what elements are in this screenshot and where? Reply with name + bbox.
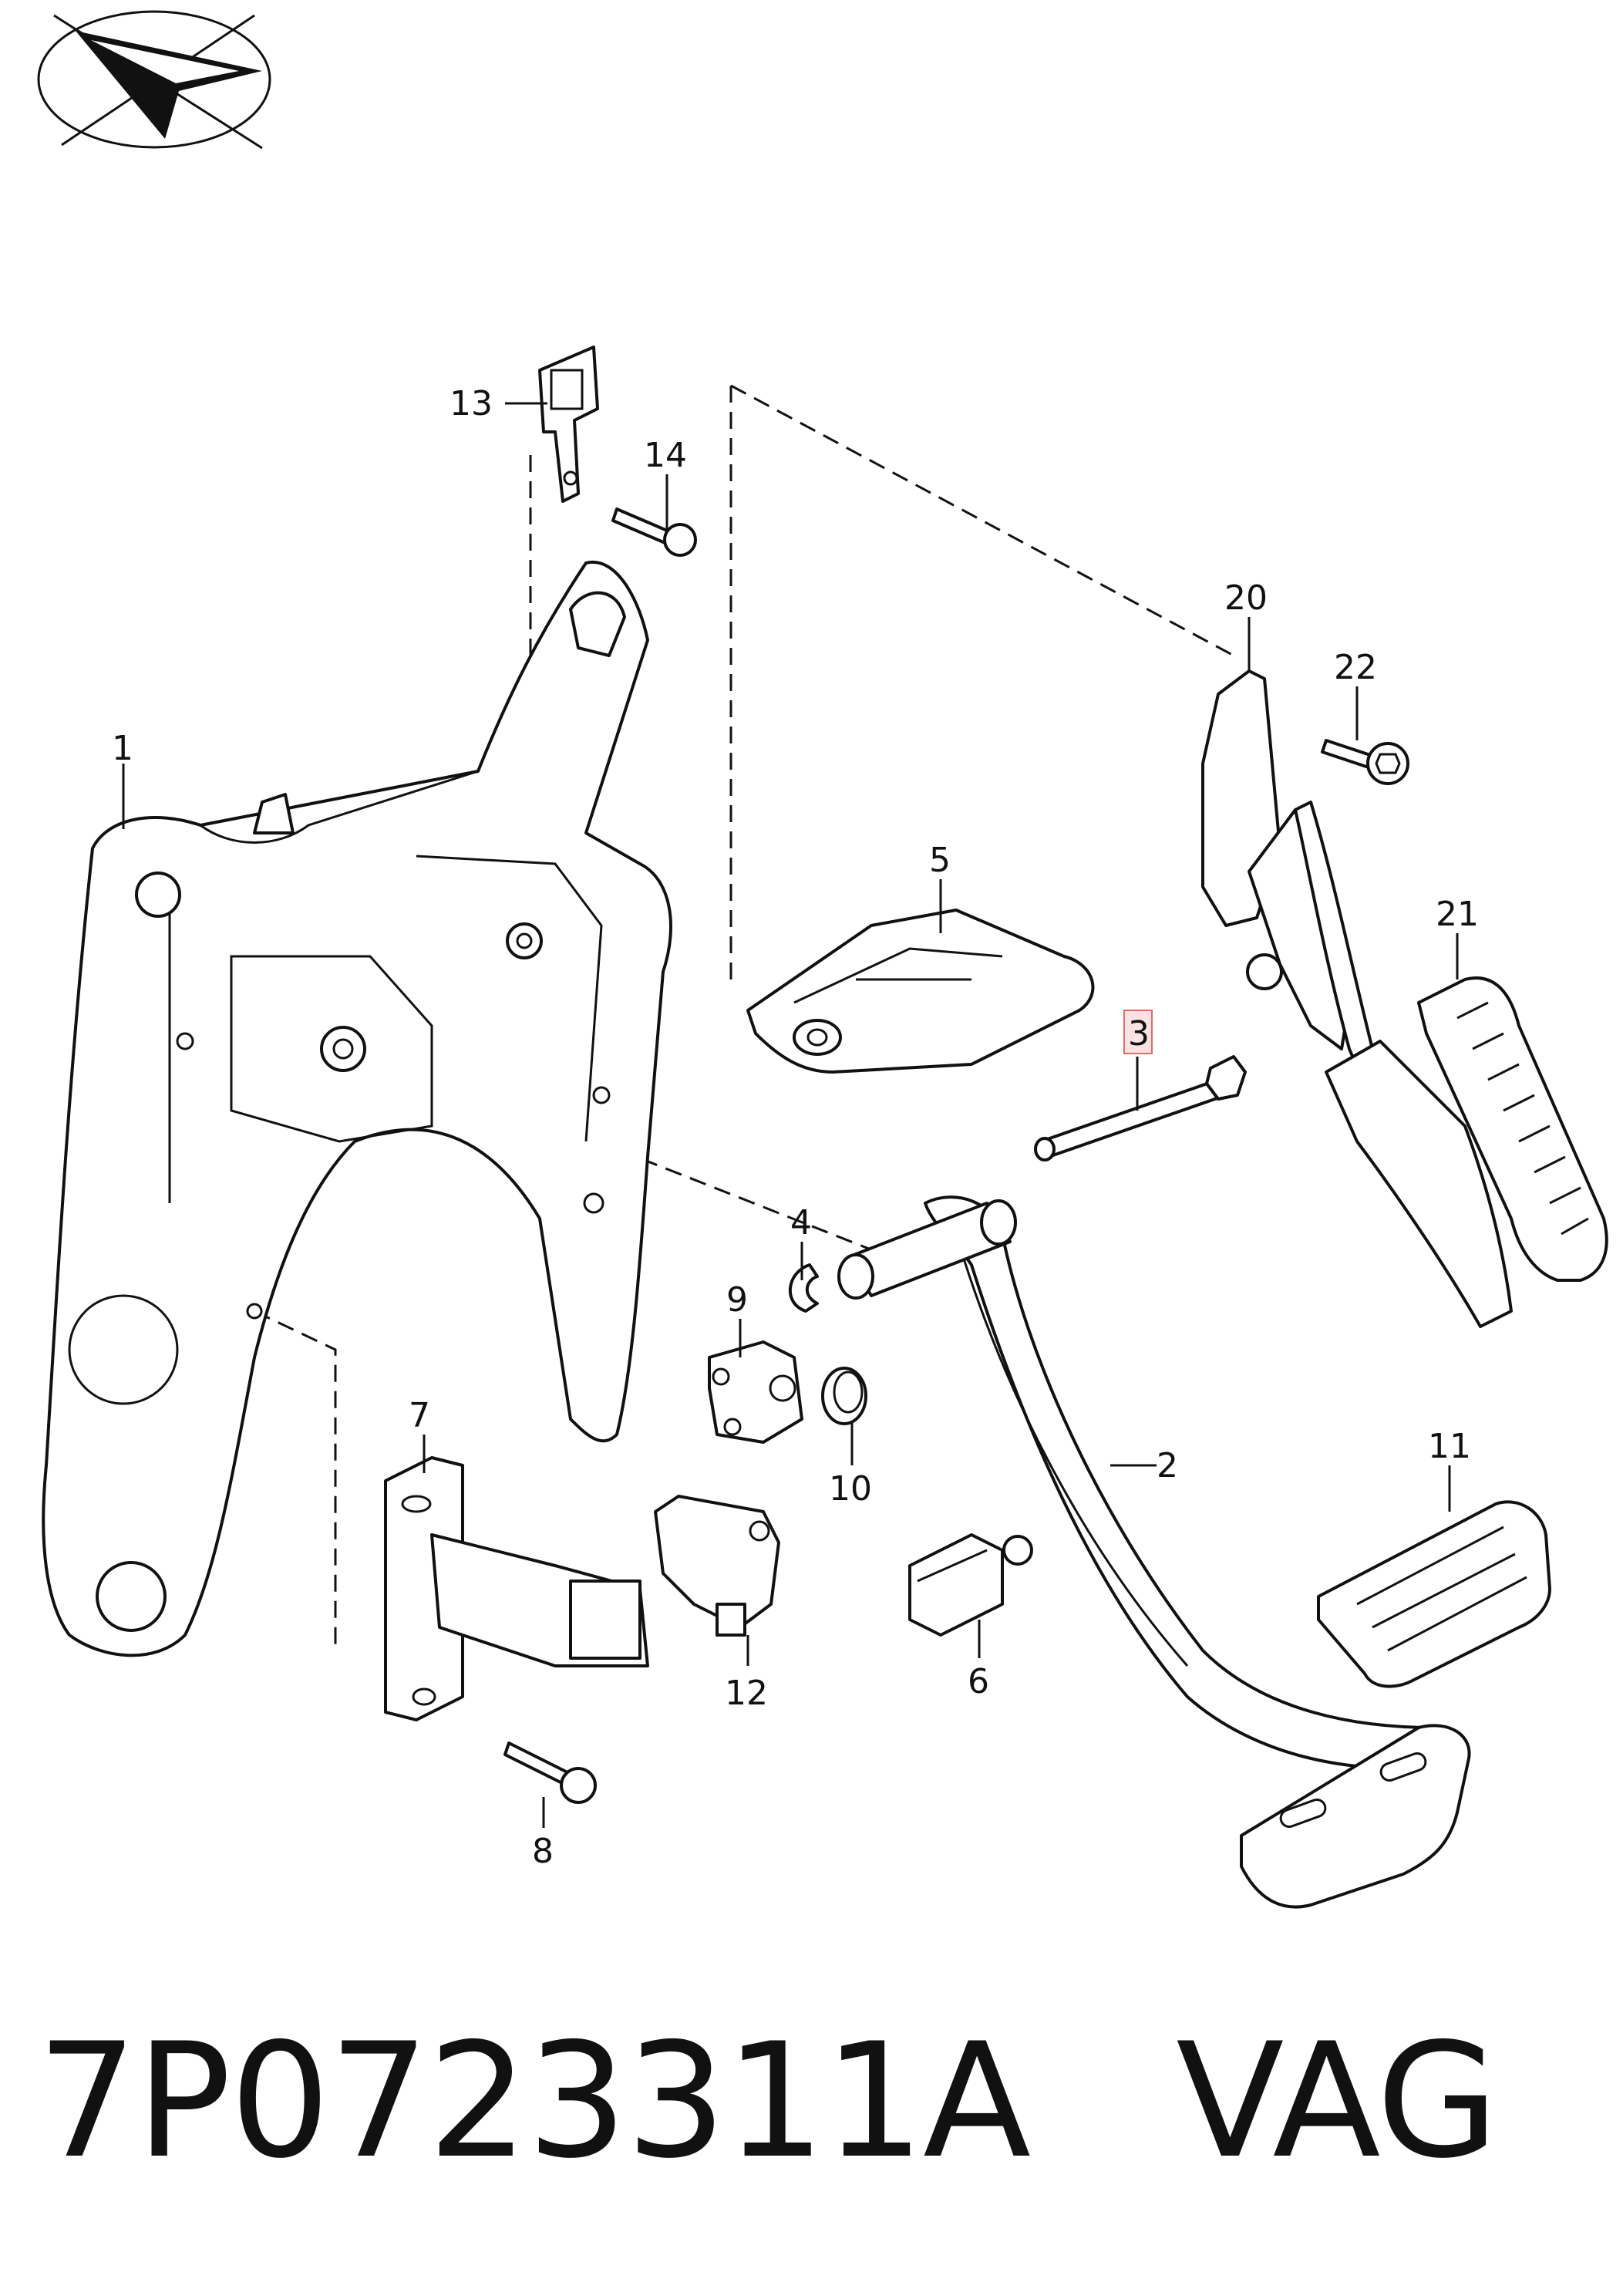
bushing-washer <box>821 1367 867 1425</box>
brake-pedal-pad <box>1240 1500 1551 1909</box>
callout-6: 6 <box>968 1662 989 1701</box>
switch-bracket <box>384 1456 649 1721</box>
leader-lines <box>122 402 1459 1828</box>
callout-20: 20 <box>1224 578 1268 618</box>
callout-14: 14 <box>644 436 687 475</box>
brake-pedal-arm <box>924 1195 1446 1770</box>
callout-12: 12 <box>725 1674 768 1713</box>
callout-10: 10 <box>829 1469 872 1509</box>
brand-name: VAG <box>1176 2010 1499 2193</box>
part-number-footer: 7P0723311A VAG <box>37 2005 1587 2198</box>
brake-light-switch <box>908 1533 1033 1637</box>
callout-5: 5 <box>929 841 951 880</box>
callout-7: 7 <box>409 1396 430 1435</box>
retaining-clip <box>788 1263 819 1313</box>
pedal-bracket <box>42 560 672 1657</box>
screw-14 <box>611 507 697 557</box>
callout-3: 3 <box>1128 1014 1150 1054</box>
bolt-22 <box>1321 739 1409 785</box>
pedal-shaft-bolt <box>1034 1055 1247 1161</box>
part-number: 7P0723311A <box>37 2010 1031 2193</box>
callout-9: 9 <box>726 1280 748 1320</box>
pedal-pivot-tube <box>837 1199 1017 1300</box>
mounting-plate <box>538 346 599 503</box>
callout-4: 4 <box>790 1203 812 1242</box>
accelerator-pad <box>1417 976 1608 1282</box>
callout-2: 2 <box>1157 1446 1178 1485</box>
logo-icon <box>37 10 271 150</box>
callout-1: 1 <box>112 729 133 768</box>
callout-8: 8 <box>532 1832 554 1871</box>
callout-13: 13 <box>450 384 493 423</box>
callout-21: 21 <box>1436 895 1479 934</box>
callout-22: 22 <box>1334 648 1377 687</box>
accelerator-pedal-arm <box>1294 801 1513 1328</box>
lever-insert <box>746 909 1095 1074</box>
callout-11: 11 <box>1428 1427 1471 1466</box>
pedal-sensor <box>654 1495 780 1637</box>
screw-8 <box>503 1741 597 1804</box>
bearing-block <box>708 1340 803 1444</box>
highlight-box <box>1123 1010 1153 1054</box>
callout-labels: 1 2 3 4 5 6 7 8 9 10 11 12 13 14 20 21 2… <box>112 384 1479 1871</box>
